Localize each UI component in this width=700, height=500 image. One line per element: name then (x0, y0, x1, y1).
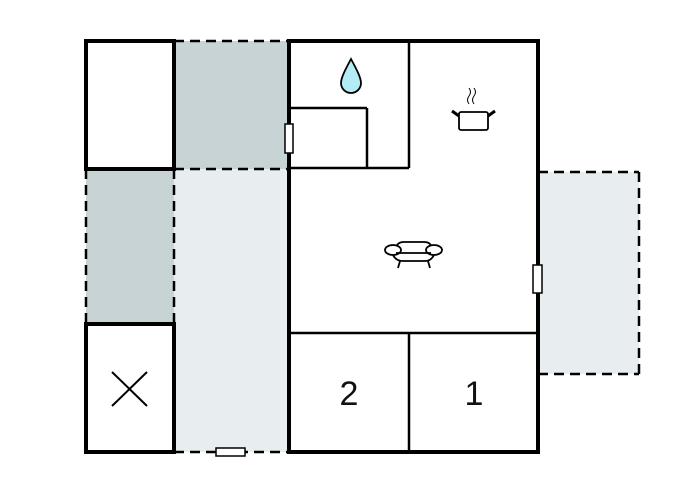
bedroom-2-label: 2 (340, 375, 359, 413)
open-terrace-right (538, 172, 639, 374)
bedroom-1-label: 1 (465, 375, 484, 413)
open-terrace-left (174, 169, 289, 452)
cooking-pot-icon (451, 87, 496, 131)
door-terrace-right (532, 264, 543, 294)
cross-icon (111, 371, 148, 407)
door-terrace-top (284, 123, 294, 154)
storage-top (84, 39, 176, 171)
covered-terrace-left (86, 169, 174, 324)
gate-bottom (215, 447, 246, 457)
covered-terrace-top (174, 41, 289, 169)
sofa-icon (384, 241, 443, 269)
water-drop-icon (340, 57, 362, 94)
interior-walls (289, 41, 538, 452)
